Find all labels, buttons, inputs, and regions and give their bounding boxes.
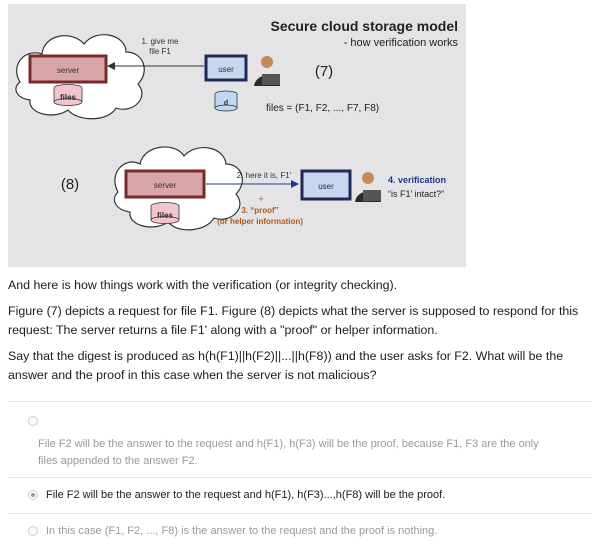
step3-label: 3. “proof” [241,206,278,215]
plus-label: + [258,194,263,204]
files-label-bottom: files [157,211,174,220]
figure-subtitle: - how verification works [344,37,459,49]
step2-label: 2. here it is, F1' [237,171,292,180]
user-label-top: user [218,65,234,74]
server-box-top [28,54,108,84]
disk-label: d [224,100,228,107]
option-3-text: In this case (F1, F2, ..., F8) is the an… [46,525,438,537]
files-db-bottom [150,202,180,224]
question-text: Say that the digest is produced as h(h(F… [8,349,564,382]
intro-text: And here is how things work with the ver… [8,278,398,292]
person-icon [254,56,280,86]
verification-question: “is F1’ intact?” [388,189,444,199]
diagram-figure: Secure cloud storage model - how verific… [8,4,466,267]
step3-label-b: (or helper information) [217,217,303,226]
step1-label-b: file F1 [149,47,171,56]
files-label-top: files [60,93,77,102]
files-db-top [53,84,83,106]
answer-option-3[interactable]: In this case (F1, F2, ..., F8) is the an… [8,513,592,550]
radio-option-2[interactable] [28,490,38,500]
step1-label: 1. give me [142,37,179,46]
figure-num-8: (8) [61,176,79,193]
figure-title: Secure cloud storage model [271,18,459,34]
user-box-bottom [300,169,352,201]
person-icon-bottom [355,172,381,202]
figure-num-7: (7) [315,63,333,80]
user-box-top [204,54,248,82]
diagram-svg: Secure cloud storage model - how verific… [15,18,459,231]
option-2-text: File F2 will be the answer to the reques… [46,489,446,501]
verification-label: 4. verification [388,175,446,185]
radio-option-3[interactable] [28,526,38,536]
answer-option-2[interactable]: File F2 will be the answer to the reques… [8,477,592,514]
option-1-text: File F2 will be the answer to the reques… [38,438,539,467]
disk-top [214,90,238,112]
server-label-top: server [57,66,80,75]
answer-option-1[interactable]: File F2 will be the answer to the reques… [8,401,592,478]
figure-description: Figure (7) depicts a request for file F1… [8,304,579,337]
server-label-bottom: server [154,181,177,190]
server-box-bottom [124,169,206,199]
radio-option-1[interactable] [28,416,38,426]
user-label-bottom: user [318,182,334,191]
files-equation: files = (F1, F2, ..., F7, F8) [266,103,379,114]
